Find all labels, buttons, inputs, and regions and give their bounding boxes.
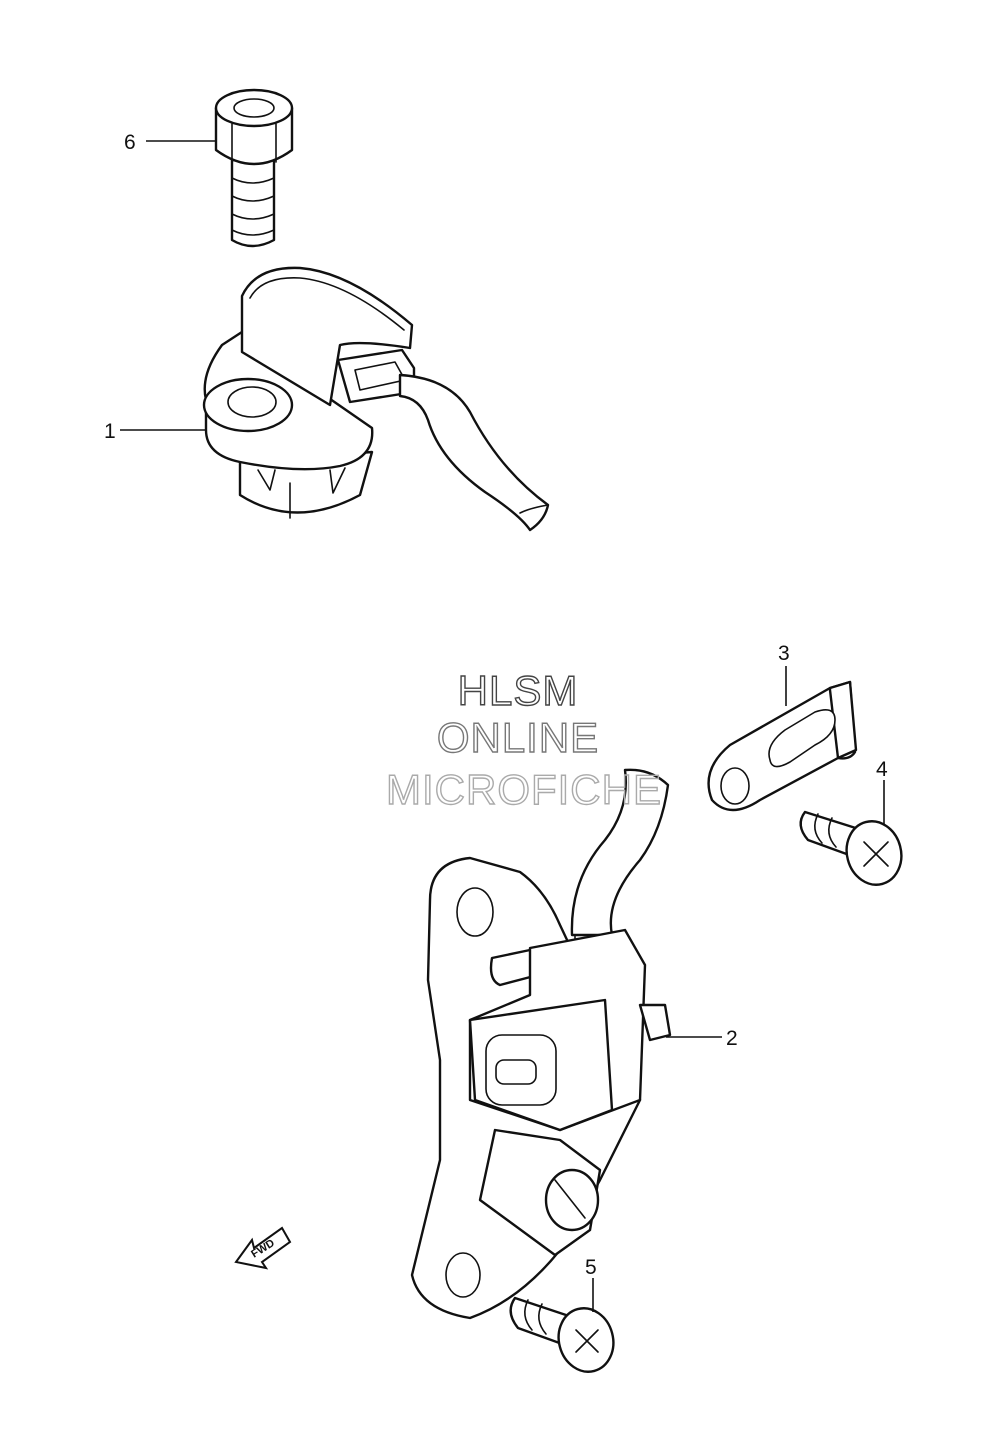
callout-3[interactable]: 3 xyxy=(778,642,790,665)
watermark-line-3: MICROFICHE xyxy=(386,766,662,813)
callout-1[interactable]: 1 xyxy=(104,420,116,443)
callout-5[interactable]: 5 xyxy=(585,1256,597,1279)
watermark-line-2: ONLINE xyxy=(437,714,599,761)
watermark: HLSM ONLINE MICROFICHE xyxy=(385,666,662,813)
part-5-screw[interactable] xyxy=(509,1296,621,1378)
part-6-bolt[interactable] xyxy=(214,88,294,248)
part-2-sensor-bracket[interactable] xyxy=(410,768,672,1320)
part-3-bracket[interactable] xyxy=(707,680,858,812)
part-4-screw[interactable] xyxy=(799,810,909,891)
part-1-sensor[interactable] xyxy=(202,266,550,532)
callout-4[interactable]: 4 xyxy=(876,758,888,781)
fwd-arrow-icon: FWD xyxy=(234,1226,292,1270)
callout-6[interactable]: 6 xyxy=(124,131,136,154)
watermark-line-1: HLSM xyxy=(458,667,579,714)
callout-2[interactable]: 2 xyxy=(726,1027,738,1050)
